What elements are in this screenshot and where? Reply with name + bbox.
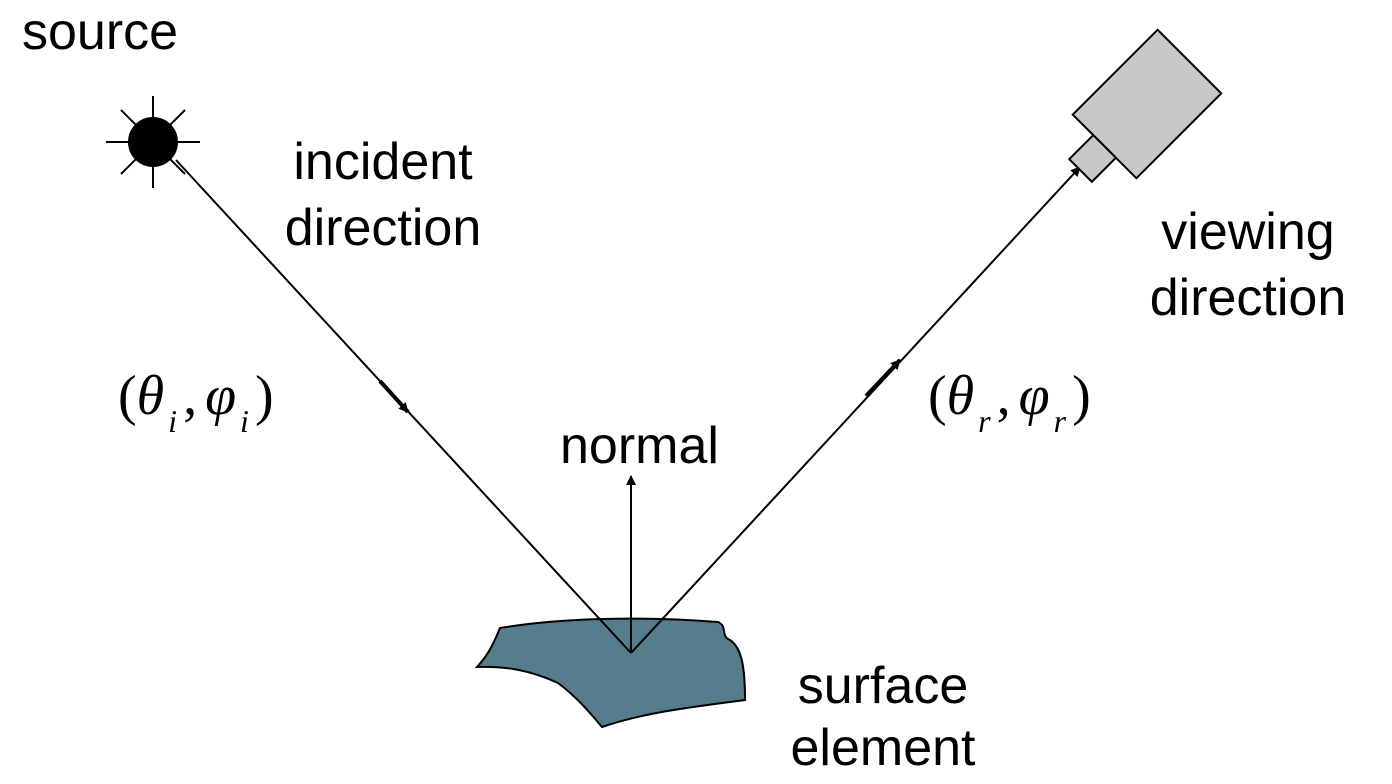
- reflected-theta-sub: r: [978, 403, 990, 439]
- reflected-comma: ,: [997, 365, 1011, 427]
- reflected-phi: φ: [1019, 365, 1050, 427]
- viewing-label-line1: viewing: [1128, 206, 1368, 258]
- surface-element-shape: [477, 619, 745, 727]
- surface-label-line2: element: [770, 722, 996, 774]
- incident-direction-arrow: [380, 381, 408, 412]
- incident-label-line2: direction: [266, 202, 500, 254]
- incident-phi: φ: [205, 365, 236, 427]
- incident-phi-sub: i: [240, 403, 249, 439]
- incident-close-paren: ): [255, 365, 274, 427]
- reflected-phi-sub: r: [1054, 403, 1066, 439]
- incident-direction-label: incident direction: [266, 136, 500, 254]
- reflected-open-paren: (: [928, 365, 947, 427]
- incident-label-line1: incident: [266, 136, 500, 188]
- incident-theta: θ: [137, 365, 165, 427]
- reflected-close-paren: ): [1072, 365, 1091, 427]
- normal-label: normal: [560, 420, 719, 472]
- surface-label-line1: surface: [770, 660, 996, 712]
- viewing-direction-label: viewing direction: [1128, 206, 1368, 324]
- camera-icon: [1049, 30, 1222, 203]
- reflected-direction-arrow: [866, 360, 900, 396]
- reflected-theta: θ: [947, 365, 975, 427]
- surface-element-label: surface element: [770, 660, 996, 774]
- incident-comma: ,: [183, 365, 197, 427]
- viewing-label-line2: direction: [1128, 272, 1368, 324]
- incident-open-paren: (: [118, 365, 137, 427]
- sun-icon: [106, 96, 200, 188]
- source-label: source: [22, 6, 178, 58]
- incident-theta-sub: i: [168, 403, 177, 439]
